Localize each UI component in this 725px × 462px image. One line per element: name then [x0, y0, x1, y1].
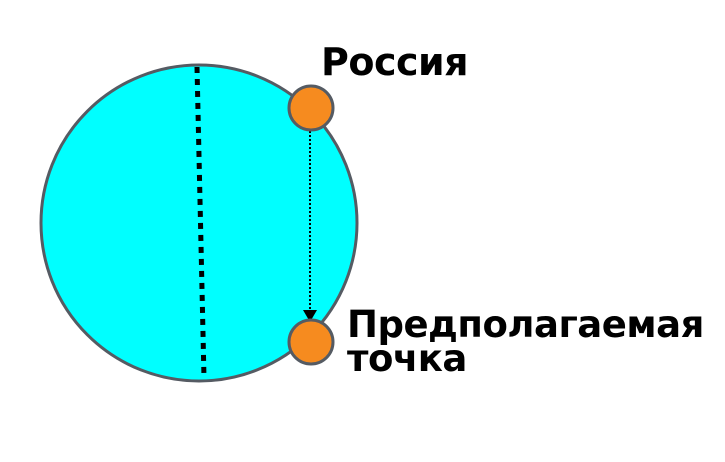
- point-assumed: [287, 318, 335, 366]
- globe-axis-dotted-line: [194, 66, 207, 379]
- point-russia: [287, 84, 335, 132]
- label-assumed-point-line1: Предполагаемая: [347, 303, 704, 346]
- arrow-head-icon: [303, 310, 317, 322]
- label-assumed-point-line2: точка: [347, 337, 467, 380]
- label-assumed-point: Предполагаемая точка: [347, 303, 704, 380]
- label-russia: Россия: [321, 40, 469, 84]
